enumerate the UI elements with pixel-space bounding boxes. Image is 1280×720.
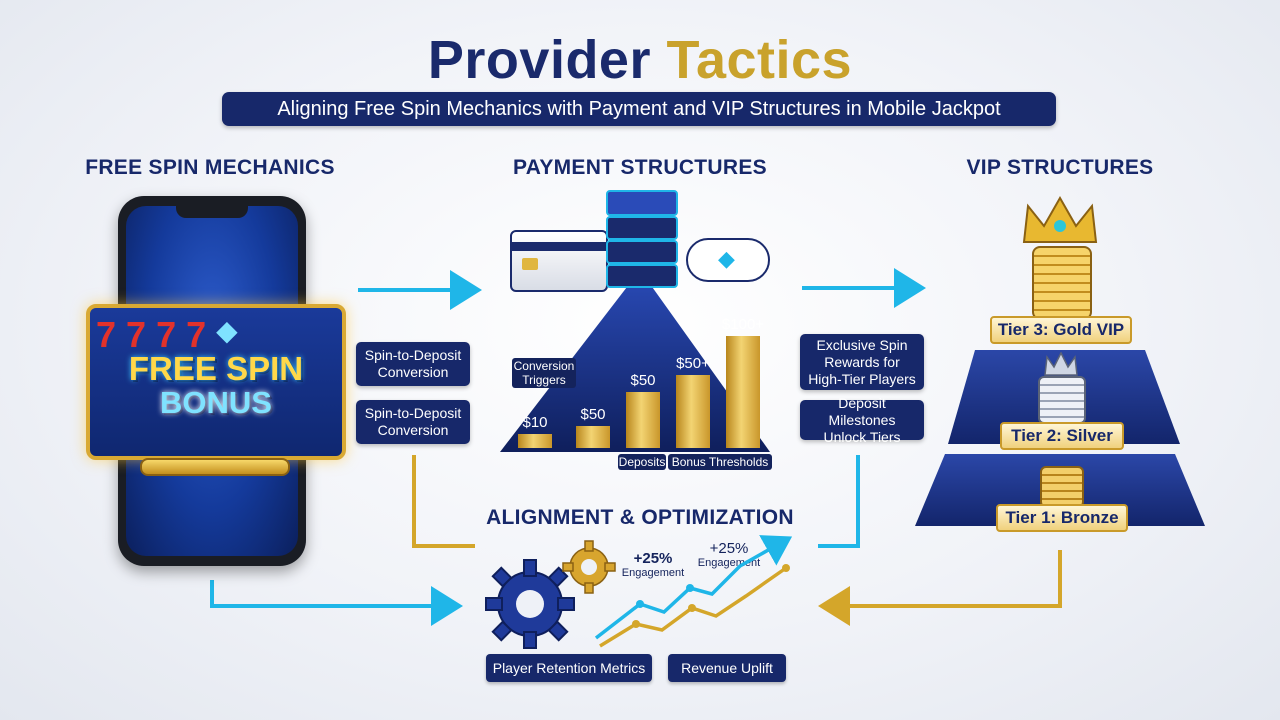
engagement-2-value: +25% (709, 540, 749, 557)
banner-line-1: FREE SPIN (128, 350, 304, 387)
slot-machine: 7 7 7 7 ◆ FREE SPIN BONUS (86, 304, 346, 460)
payment-bar (626, 392, 660, 448)
deposits-footer-label: Deposits (618, 454, 666, 470)
engagement-2-label: Engagement (697, 557, 761, 569)
diamond-icon: ◆ (718, 246, 735, 271)
spin-bar (140, 458, 290, 476)
conversion-triggers-label: Conversion Triggers (512, 358, 576, 388)
banner-line-2: BONUS (160, 385, 272, 420)
payment-bar-label: $50+ (676, 355, 710, 372)
reel-seven: 7 (156, 314, 177, 355)
payment-bar (726, 336, 760, 448)
diamond-icon: ◆ (216, 315, 238, 346)
alignment-heading: ALIGNMENT & OPTIMIZATION (486, 506, 794, 529)
payment-bar-label: $50 (630, 372, 656, 389)
payment-bar-label: $100+ (721, 316, 765, 333)
callout-spin-to-deposit-2: Spin-to-Deposit Conversion (356, 400, 470, 444)
reel-seven: 7 (96, 314, 117, 355)
engagement-stat-1: +25% Engagement (618, 550, 688, 579)
credit-card-icon (510, 230, 608, 292)
title-part-1: Provider (427, 30, 651, 90)
tier-3-label: Tier 3: Gold VIP (990, 316, 1132, 344)
cloud-icon: ◆ (686, 238, 770, 282)
callout-spin-to-deposit-1: Spin-to-Deposit Conversion (356, 342, 470, 386)
revenue-uplift-label: Revenue Uplift (668, 654, 786, 682)
payment-bar (676, 375, 710, 448)
tier-2-label: Tier 2: Silver (1000, 422, 1124, 450)
free-spin-bonus-banner: FREE SPIN BONUS (90, 352, 342, 420)
silver-crown-icon (1044, 352, 1078, 376)
reel-seven: 7 (186, 314, 207, 355)
gold-coin-stack (1032, 246, 1092, 320)
callout-exclusive-spin-rewards: Exclusive Spin Rewards for High-Tier Pla… (800, 334, 924, 390)
engagement-stat-2: +25% Engagement (690, 540, 768, 569)
bonus-thresholds-footer-label: Bonus Thresholds (668, 454, 772, 470)
tier-1-label: Tier 1: Bronze (996, 504, 1128, 532)
payment-bar (576, 426, 610, 448)
payment-bar-label: $50 (580, 406, 606, 423)
phone-notch (176, 206, 248, 218)
page-title: Provider Tactics (0, 30, 1280, 90)
subtitle-banner: Aligning Free Spin Mechanics with Paymen… (222, 92, 1056, 126)
heading-vip-structures: VIP STRUCTURES (966, 156, 1154, 179)
reel-seven: 7 (126, 314, 147, 355)
heading-payment-structures: PAYMENT STRUCTURES (513, 156, 767, 179)
payment-bar-chart: $10 $50 $50 $50+ $100+ (500, 290, 770, 450)
reel-row: 7 7 7 7 ◆ (96, 314, 238, 356)
player-retention-metrics-label: Player Retention Metrics (486, 654, 652, 682)
gold-crown-icon (1022, 196, 1098, 244)
small-gear-icon (562, 540, 616, 594)
heading-free-spin-mechanics: FREE SPIN MECHANICS (85, 156, 335, 179)
gear-icon (484, 558, 576, 650)
engagement-1-label: Engagement (621, 567, 685, 579)
engagement-1-value: +25% (633, 550, 673, 567)
title-part-2: Tactics (666, 30, 853, 90)
payment-bar-label: $10 (522, 414, 548, 431)
server-stack-icon (600, 190, 680, 288)
payment-bar (518, 434, 552, 448)
